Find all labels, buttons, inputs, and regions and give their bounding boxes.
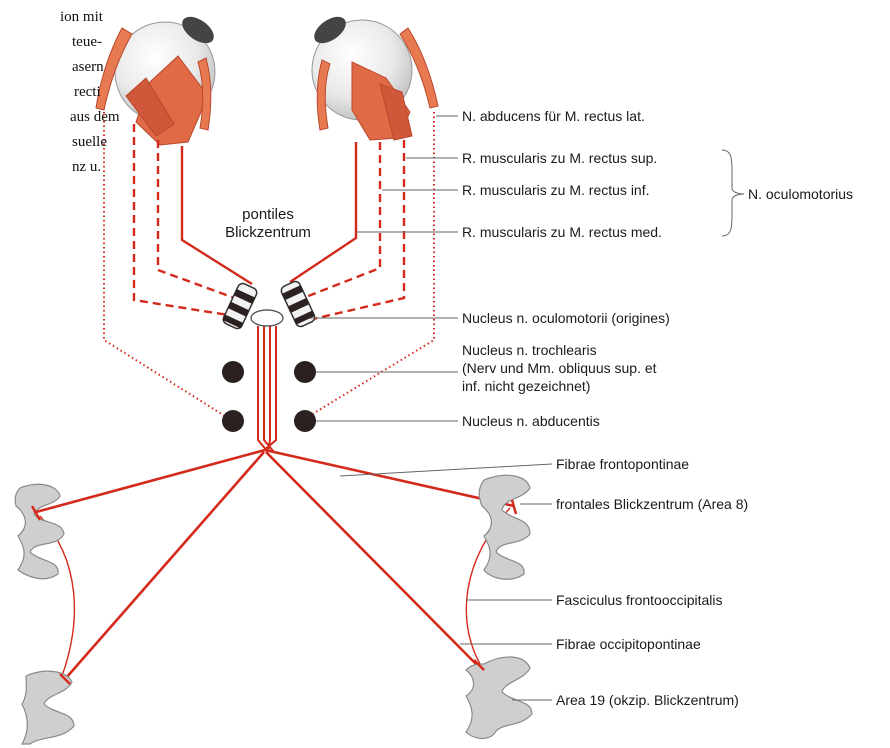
left-occipital-cortex <box>22 671 74 744</box>
center-label-line-1: pontiles <box>208 206 328 224</box>
caption-line: teue- <box>72 31 102 53</box>
label-fibrae-frontopontinae: Fibrae frontopontinae <box>556 455 689 473</box>
label-rect-inf: R. muscularis zu M. rectus inf. <box>462 181 650 199</box>
label-oculomotorius: N. oculomotorius <box>748 185 853 203</box>
fibrae-frontopontinae-left <box>36 450 265 512</box>
left-abducens-nucleus <box>222 410 244 432</box>
caption-line: aus dem <box>70 106 120 128</box>
label-abducens: N. abducens für M. rectus lat. <box>462 107 645 125</box>
cortex-fragments <box>15 475 532 744</box>
right-occipital-cortex <box>466 657 532 739</box>
leader-fibrae-frontopontinae <box>340 464 552 476</box>
trochlearis-line-1: Nucleus n. trochlearis <box>462 341 657 359</box>
fibrae-occipitopontinae-left <box>66 452 264 678</box>
leader-lines <box>310 116 744 700</box>
label-nucleus-oculomotorii: Nucleus n. oculomotorii (origines) <box>462 309 670 327</box>
right-abducens-nucleus <box>294 410 316 432</box>
caption-line: suelle <box>72 131 107 153</box>
oculomotorius-brace <box>722 150 744 236</box>
caption-line: nz u. <box>72 156 101 178</box>
fibrae-occipitopontinae-right <box>266 452 478 666</box>
trochlearis-line-3: inf. nicht gezeichnet) <box>462 377 657 395</box>
label-fibrae-occipitopontinae: Fibrae occipitopontinae <box>556 635 701 653</box>
left-abducens-nerve <box>104 112 228 418</box>
label-nucleus-abducentis: Nucleus n. abducentis <box>462 412 600 430</box>
trochlearis-line-2: (Nerv und Mm. obliquus sup. et <box>462 359 657 377</box>
label-nucleus-trochlearis: Nucleus n. trochlearis (Nerv und Mm. obl… <box>462 341 657 395</box>
caption-line: asern <box>72 56 104 78</box>
left-oculomotor-nucleus <box>222 282 259 330</box>
label-area19: Area 19 (okzip. Blickzentrum) <box>556 691 739 709</box>
right-trochlear-nucleus <box>294 361 316 383</box>
right-oculomotor-nucleus <box>280 280 317 328</box>
left-trochlear-nucleus <box>222 361 244 383</box>
pontine-gaze-center-label: pontiles Blickzentrum <box>208 206 328 242</box>
central-bundle-3 <box>268 326 270 452</box>
pontine-gaze-center <box>251 310 283 326</box>
label-fasciculus: Fasciculus frontooccipitalis <box>556 591 723 609</box>
caption-line: ion mit <box>60 6 103 28</box>
right-frontal-cortex <box>479 475 530 579</box>
caption-line: recti <box>74 81 101 103</box>
label-rect-med: R. muscularis zu M. rectus med. <box>462 223 662 241</box>
right-eye <box>310 11 438 140</box>
label-rect-sup: R. muscularis zu M. rectus sup. <box>462 149 657 167</box>
center-label-line-2: Blickzentrum <box>208 224 328 242</box>
label-frontales-blickzentrum: frontales Blickzentrum (Area 8) <box>556 495 748 513</box>
fibrae-frontopontinae-right <box>265 450 514 506</box>
nerve-paths <box>36 112 514 678</box>
terminals <box>32 500 516 684</box>
left-frontal-cortex <box>15 484 64 578</box>
